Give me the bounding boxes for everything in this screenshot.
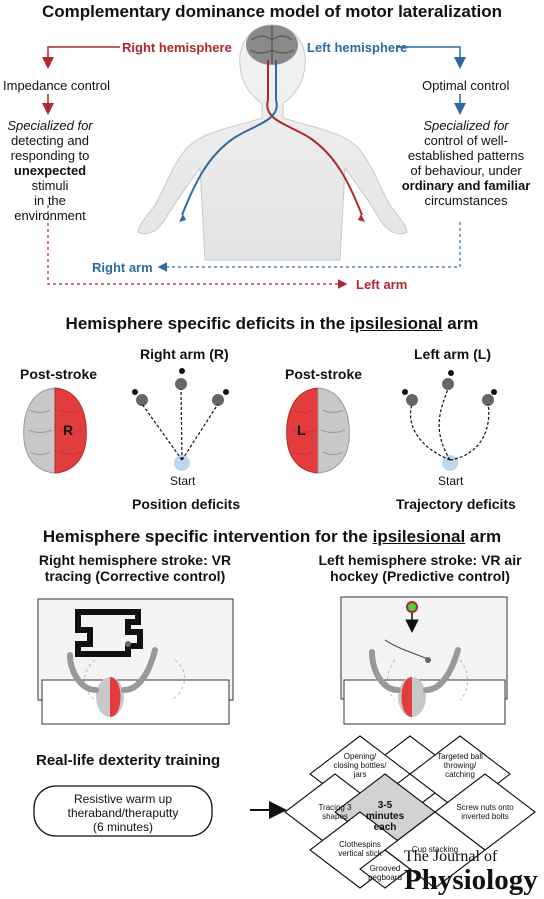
section3-title-pre: Hemisphere specific intervention for the xyxy=(42,527,373,546)
cell-grooved: Grooved pegboard xyxy=(350,864,420,882)
section3-title: Hemisphere specific intervention for the… xyxy=(0,527,544,547)
targeted-line3: catching xyxy=(445,770,475,779)
impedance-control-label: Impedance control xyxy=(3,78,110,93)
brain-left-lesion xyxy=(286,387,350,474)
clothespins-line1: Clothespins xyxy=(339,840,381,849)
hemisphere-connectors xyxy=(42,46,466,289)
section1-title: Complementary dominance model of motor l… xyxy=(41,2,503,21)
left-desc-line3: stimuli xyxy=(31,178,69,193)
section2-title-pre: Hemisphere specific deficits in the xyxy=(65,314,350,333)
targeted-line1: Targeted ball xyxy=(437,752,483,761)
center-line2: each xyxy=(373,822,397,833)
position-deficits-label: Position deficits xyxy=(132,496,241,512)
screw-line1: Screw nuts onto xyxy=(456,803,514,812)
warmup-line2: theraband/theraputty xyxy=(67,806,179,820)
left-arm-l-label: Left arm (L) xyxy=(414,346,491,362)
left-desc-bold: unexpected xyxy=(13,163,87,178)
optimal-control-label: Optimal control xyxy=(422,78,510,93)
right-desc-line1: control of well- xyxy=(424,133,508,148)
left-desc-line1: detecting and xyxy=(10,133,90,148)
right-arm-label: Right arm xyxy=(92,260,153,275)
opening-line1: Opening/ xyxy=(343,752,377,761)
left-desc-line4: in the environment xyxy=(14,193,86,223)
screw-line2: inverted bolts xyxy=(461,812,509,821)
section2-title: Hemisphere specific deficits in the ipsi… xyxy=(0,314,544,334)
start-label-2: Start xyxy=(438,474,464,488)
section3-title-underline: ipsilesional xyxy=(372,527,466,546)
post-stroke-label-1: Post-stroke xyxy=(20,366,98,382)
optimal-description: Specialized for control of well- establi… xyxy=(396,118,536,208)
left-desc-line2: responding to xyxy=(10,148,90,163)
right-stroke-caption: Right hemisphere stroke: VR tracing (Cor… xyxy=(20,552,250,584)
section3-title-post: arm xyxy=(465,527,502,546)
section4-title: Real-life dexterity training xyxy=(36,752,221,769)
trajectory-deficit-diagram xyxy=(402,370,497,471)
brain-l-letter: L xyxy=(297,422,306,438)
targeted-line2: throwing/ xyxy=(443,761,477,770)
tracing-line2: shapes xyxy=(322,812,348,821)
dexterity-grid xyxy=(284,735,536,889)
vr-tracing-panel xyxy=(37,598,234,725)
warmup-box xyxy=(33,785,213,837)
center-cell: 3-5 minutes each xyxy=(360,800,410,833)
left-hemisphere-label: Left hemisphere xyxy=(307,40,408,55)
grooved-line1: Grooved xyxy=(369,864,401,873)
left-stroke-line1: Left hemisphere stroke: VR air xyxy=(318,552,522,568)
human-body-illustration xyxy=(137,24,408,261)
left-arm-label: Left arm xyxy=(356,277,408,292)
brain-right-lesion xyxy=(23,387,87,474)
position-deficit-diagram xyxy=(132,368,229,471)
right-arm-r-label: Right arm (R) xyxy=(140,346,229,362)
warmup-line1: Resistive warm up xyxy=(73,792,173,806)
left-desc-italic: Specialized for xyxy=(7,118,93,133)
right-hemisphere-label: Right hemisphere xyxy=(122,40,232,55)
vr-air-hockey-panel xyxy=(340,596,508,725)
start-label-1: Start xyxy=(170,474,196,488)
right-desc-line5: circumstances xyxy=(424,193,508,208)
tracing-line1: Tracing 3 xyxy=(318,803,352,812)
left-stroke-line2: hockey (Predictive control) xyxy=(330,568,510,584)
grooved-line2: pegboard xyxy=(368,873,402,882)
cell-targeted: Targeted ball throwing/ catching xyxy=(430,752,490,779)
warmup-line3: (6 minutes) xyxy=(92,820,154,834)
section2-title-underline: ipsilesional xyxy=(349,314,443,333)
journal-logo-line1: The Journal of xyxy=(404,848,498,865)
right-stroke-line1: Right hemisphere stroke: VR xyxy=(38,552,232,568)
center-line1: 3-5 minutes xyxy=(365,800,405,822)
cell-cup-stacking: Cup stacking xyxy=(411,845,459,854)
right-desc-line2: established patterns xyxy=(407,148,525,163)
cell-tracing: Tracing 3 shapes xyxy=(300,803,370,821)
opening-line2: closing bottles/ xyxy=(333,761,387,770)
cell-clothespins: Clothespins vertical stick xyxy=(325,840,395,858)
trajectory-deficits-label: Trajectory deficits xyxy=(396,496,516,512)
brain-r-letter: R xyxy=(63,422,74,438)
post-stroke-label-2: Post-stroke xyxy=(285,366,363,382)
cell-screw: Screw nuts onto inverted bolts xyxy=(450,803,520,821)
cell-opening: Opening/ closing bottles/ jars xyxy=(330,752,390,779)
right-desc-line3: of behaviour, under xyxy=(410,163,522,178)
journal-logo-line2: Physiology xyxy=(404,864,538,896)
right-desc-italic: Specialized for xyxy=(423,118,509,133)
left-stroke-caption: Left hemisphere stroke: VR air hockey (P… xyxy=(305,552,535,584)
opening-line3: jars xyxy=(353,770,367,779)
right-stroke-line2: tracing (Corrective control) xyxy=(44,568,226,584)
right-desc-bold: ordinary and familiar xyxy=(401,178,531,193)
impedance-description: Specialized for detecting and responding… xyxy=(0,118,100,223)
warmup-text: Resistive warm up theraband/theraputty (… xyxy=(34,792,212,834)
section2-title-post: arm xyxy=(442,314,479,333)
clothespins-line2: vertical stick xyxy=(338,849,382,858)
